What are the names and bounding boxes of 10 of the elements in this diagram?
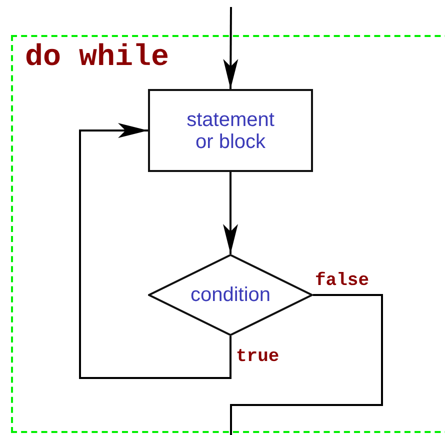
edge-label: false	[315, 271, 370, 291]
decision-diamond	[148, 254, 313, 336]
process-box	[148, 89, 313, 172]
node-text: statement or block	[186, 108, 276, 152]
node-text: condition	[189, 284, 272, 306]
edge-label: true	[236, 347, 280, 367]
frame-title: do while	[25, 41, 170, 75]
arrow	[223, 172, 238, 254]
arrow	[79, 123, 232, 379]
arrow	[223, 7, 238, 89]
